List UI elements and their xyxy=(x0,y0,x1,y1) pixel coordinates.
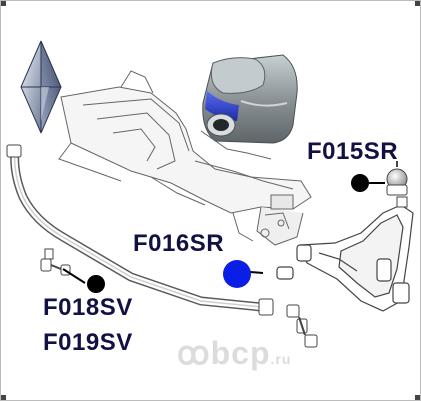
control-arm-drawing xyxy=(276,204,414,312)
watermark-tld: .ru xyxy=(270,351,292,367)
corner-mark-bottom-left xyxy=(1,395,6,400)
callout-dot-f016sr xyxy=(223,260,251,288)
corner-mark-bottom-right xyxy=(415,395,420,400)
watermark-brand: ꝏbcp xyxy=(177,335,271,371)
stabilizer-bar-drawing xyxy=(6,144,274,316)
corner-mark-top-right xyxy=(415,1,420,6)
stabilizer-link-right-drawing xyxy=(286,304,318,348)
brand-watermark: ꝏbcp.ru xyxy=(177,334,291,372)
part-label-f015sr: F015SR xyxy=(307,138,399,165)
part-label-f019sv: F019SV xyxy=(43,329,133,356)
part-label-f018sv: F018SV xyxy=(43,294,133,321)
brand-diamond-icon xyxy=(20,40,62,134)
bushing-photo-icon xyxy=(202,54,298,144)
subframe-drawing xyxy=(58,70,312,246)
part-label-f016sr: F016SR xyxy=(133,230,225,257)
callout-dot-f015sr xyxy=(351,174,369,192)
corner-mark-top-left xyxy=(1,1,6,6)
ball-joint-drawing xyxy=(386,161,408,208)
callout-dot-f018sv xyxy=(87,275,105,293)
